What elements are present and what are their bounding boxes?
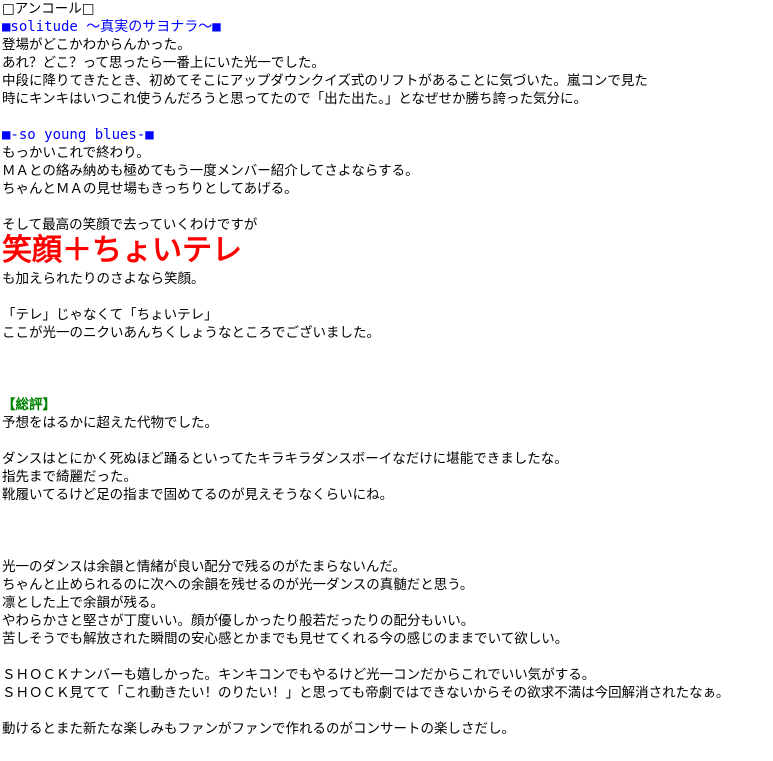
emphasis-text: 笑顔＋ちょいテレ (2, 233, 242, 268)
text-line: ダンスはとにかく死ぬほど踊るといってたキラキラダンスボーイなだけに堪能できました… (2, 451, 568, 467)
summary-heading: 【総評】 (2, 397, 56, 413)
text-line: 予想をはるかに超えた代物でした。 (2, 415, 218, 431)
text-line: 凛とした上で余韻が残る。 (2, 595, 164, 611)
text-line: 中段に降りてきたとき、初めてそこにアップダウンクイズ式のリフトがあることに気づい… (2, 73, 648, 89)
spacer (2, 504, 773, 558)
text-line: 靴履いてるけど足の指まで固めてるのが見えそうなくらいにね。 (2, 487, 394, 503)
text-line: も加えられたりのさよなら笑顔。 (2, 271, 205, 287)
text-line: 登場がどこかわからんかった。 (2, 37, 191, 53)
spacer (2, 288, 773, 306)
text-line: 指先まで綺麗だった。 (2, 469, 137, 485)
text-line: ＭＡとの絡み納めも極めてもう一度メンバー紹介してさよならする。 (2, 163, 419, 179)
text-line: 「テレ」じゃなくて「ちょいテレ」 (2, 307, 218, 323)
spacer (2, 198, 773, 216)
spacer (2, 432, 773, 450)
text-line: そして最高の笑顔で去っていくわけですが (2, 217, 258, 233)
text-line: ちゃんと止められるのに次への余韻を残せるのが光一ダンスの真髄だと思う。 (2, 577, 474, 593)
spacer (2, 342, 773, 396)
text-line: 動けるとまた新たな楽しみもファンがファンで作れるのがコンサートの楽しさだし。 (2, 721, 515, 737)
text-line: 光一のダンスは余韻と情緒が良い配分で残るのがたまらないんだ。 (2, 559, 406, 575)
text-line: 時にキンキはいつこれ使うんだろうと思ってたので「出た出た。」となぜせか勝ち誇った… (2, 91, 587, 107)
document-body: □アンコール□ ■solitude ～真実のサヨナラ～■ 登場がどこかわからんか… (2, 1, 773, 737)
text-line: ここが光一のニクいあんちくしょうなところでございました。 (2, 325, 380, 341)
text-line: ちゃんとＭＡの見せ場もきっちりとしてあげる。 (2, 181, 298, 197)
text-line: あれ？どこ？って思ったら一番上にいた光一でした。 (2, 55, 325, 71)
text-line: 苦しそうでも解放された瞬間の安心感とかまでも見せてくれる今の感じのままでいて欲し… (2, 631, 569, 647)
text-line: もっかいこれで終わり。 (2, 145, 150, 161)
encore-title: □アンコール□ (2, 1, 95, 17)
text-line: やわらかさと堅さが丁度いい。顔が優しかったり般若だったりの配分もいい。 (2, 613, 475, 629)
spacer (2, 648, 773, 666)
section-heading-solitude: ■solitude ～真実のサヨナラ～■ (2, 19, 221, 35)
spacer (2, 108, 773, 126)
text-line: ＳＨＯＣＫナンバーも嬉しかった。キンキコンでもやるけど光一コンだからこれでいい気… (2, 667, 596, 683)
section-heading-so-young-blues: ■-so young blues-■ (2, 127, 154, 143)
text-line: ＳＨＯＣＫ見てて「これ動きたい！のりたい！」と思っても帝劇ではできないからその欲… (2, 685, 730, 701)
